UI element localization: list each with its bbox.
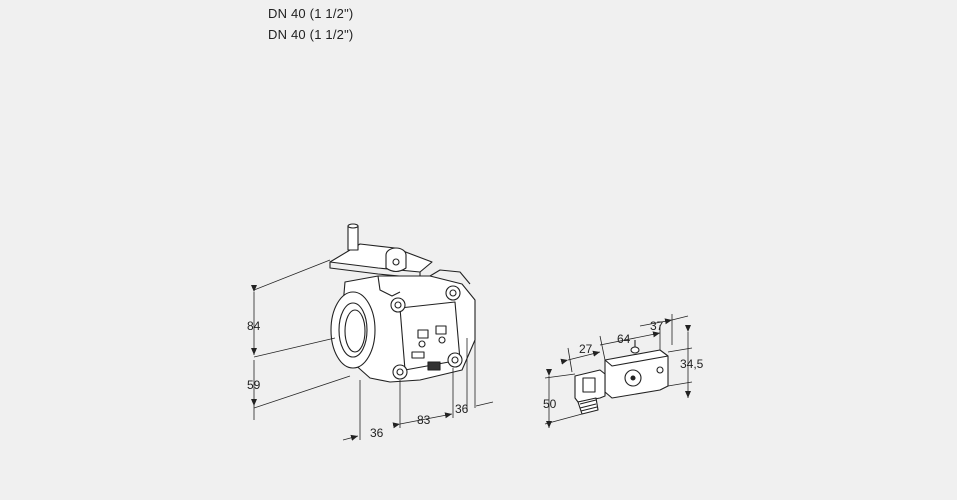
title-line-2: DN 40 (1 1/2") bbox=[268, 27, 354, 42]
actuator-assembly bbox=[574, 340, 669, 415]
dim-59: 59 bbox=[247, 378, 261, 392]
dim-84: 84 bbox=[247, 319, 261, 333]
dim-83: 83 bbox=[417, 413, 431, 427]
title-line-1: DN 40 (1 1/2") bbox=[268, 6, 354, 21]
dim-64: 64 bbox=[617, 332, 631, 346]
dim-36-left: 36 bbox=[370, 426, 384, 440]
dim-37: 37 bbox=[650, 319, 664, 333]
top-pin bbox=[347, 225, 359, 251]
dim-27: 27 bbox=[579, 342, 593, 356]
dim-50: 50 bbox=[543, 397, 557, 411]
dim-36-right: 36 bbox=[455, 402, 469, 416]
top-plate bbox=[329, 243, 433, 273]
dim-34-5: 34,5 bbox=[680, 357, 704, 371]
valve-assembly bbox=[329, 223, 476, 383]
